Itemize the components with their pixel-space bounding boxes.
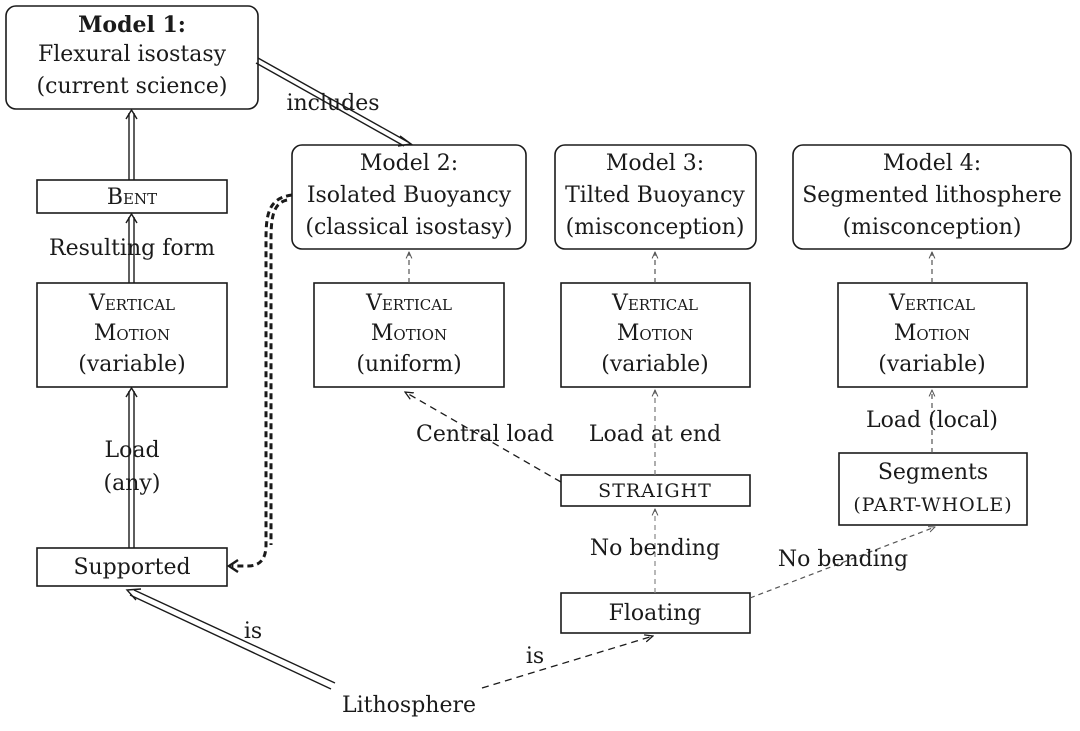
label-any: (any) [104, 471, 161, 496]
lithosphere-label: Lithosphere [342, 693, 476, 718]
includes-arrow [255, 57, 413, 147]
model-3-box: Model 3: Tilted Buoyancy (misconception) [554, 144, 757, 250]
segments-line2: (part-whole) [853, 494, 1012, 516]
vm2-line1: Vertical [365, 291, 452, 316]
label-is-2: is [526, 644, 544, 669]
model-3-note: (misconception) [566, 215, 745, 240]
floating-label: Floating [609, 601, 702, 626]
vm3-line2: Motion [617, 321, 693, 346]
floating-box: Floating [560, 592, 751, 634]
label-load: Load [104, 438, 159, 463]
straight-to-vm2-arrow [405, 392, 562, 483]
vertical-motion-box-2: Vertical Motion (uniform) [313, 282, 505, 388]
model-1-title: Model 1: [78, 12, 186, 38]
vm2-line3: (uniform) [356, 352, 461, 377]
label-load-at-end: Load at end [589, 422, 721, 447]
model-1-note: (current science) [37, 74, 228, 99]
segments-box: Segments (part-whole) [838, 452, 1028, 526]
label-is-1: is [244, 619, 262, 644]
vm2-line2: Motion [371, 321, 447, 346]
vm1-line2: Motion [94, 321, 170, 346]
vertical-motion-box-4: Vertical Motion (variable) [837, 282, 1028, 388]
model-2-name: Isolated Buoyancy [307, 183, 512, 208]
model2-to-supported-dashed-arrow [226, 193, 293, 573]
model-4-box: Model 4: Segmented lithosphere (misconce… [792, 144, 1072, 250]
model-4-name: Segmented lithosphere [802, 183, 1062, 208]
model-3-title: Model 3: [606, 151, 704, 176]
label-no-bending-1: No bending [590, 536, 720, 561]
vm3-line1: Vertical [611, 291, 698, 316]
vm4-line3: (variable) [878, 352, 986, 377]
vm1-line3: (variable) [78, 352, 186, 377]
lithosphere-to-floating-arrow [481, 636, 653, 689]
floating-to-segments-arrow [749, 527, 935, 599]
model-2-note: (classical isostasy) [305, 215, 512, 240]
bent-to-model1-arrow [125, 108, 138, 180]
vm3-line3: (variable) [601, 352, 709, 377]
model-1-box: Model 1: Flexural isostasy (current scie… [5, 5, 259, 110]
bent-label: Bent [107, 185, 157, 210]
vertical-motion-box-1: Vertical Motion (variable) [36, 282, 228, 388]
lithosphere-to-supported-arrow [125, 588, 336, 690]
supported-to-vm1-arrow [125, 386, 138, 548]
vm1-to-bent-arrow [125, 212, 138, 283]
label-resulting-form: Resulting form [49, 236, 215, 261]
model-2-title: Model 2: [360, 151, 458, 176]
vm1-line1: Vertical [88, 291, 175, 316]
label-no-bending-2: No bending [778, 547, 908, 572]
straight-box: straight [560, 474, 751, 507]
vm4-line2: Motion [894, 321, 970, 346]
bent-box: Bent [36, 179, 228, 214]
model-4-note: (misconception) [843, 215, 1022, 240]
model-1-name: Flexural isostasy [38, 42, 227, 67]
label-includes: includes [286, 91, 379, 116]
straight-label: straight [598, 480, 712, 502]
model-3-name: Tilted Buoyancy [565, 183, 745, 208]
supported-box: Supported [36, 547, 228, 587]
segments-line1: Segments [878, 460, 988, 485]
vertical-motion-box-3: Vertical Motion (variable) [560, 282, 751, 388]
vm4-line1: Vertical [888, 291, 975, 316]
label-central-load: Central load [416, 422, 554, 447]
label-load-local: Load (local) [866, 408, 998, 433]
supported-label: Supported [73, 555, 190, 580]
model-4-title: Model 4: [883, 151, 981, 176]
model-2-box: Model 2: Isolated Buoyancy (classical is… [291, 144, 527, 250]
